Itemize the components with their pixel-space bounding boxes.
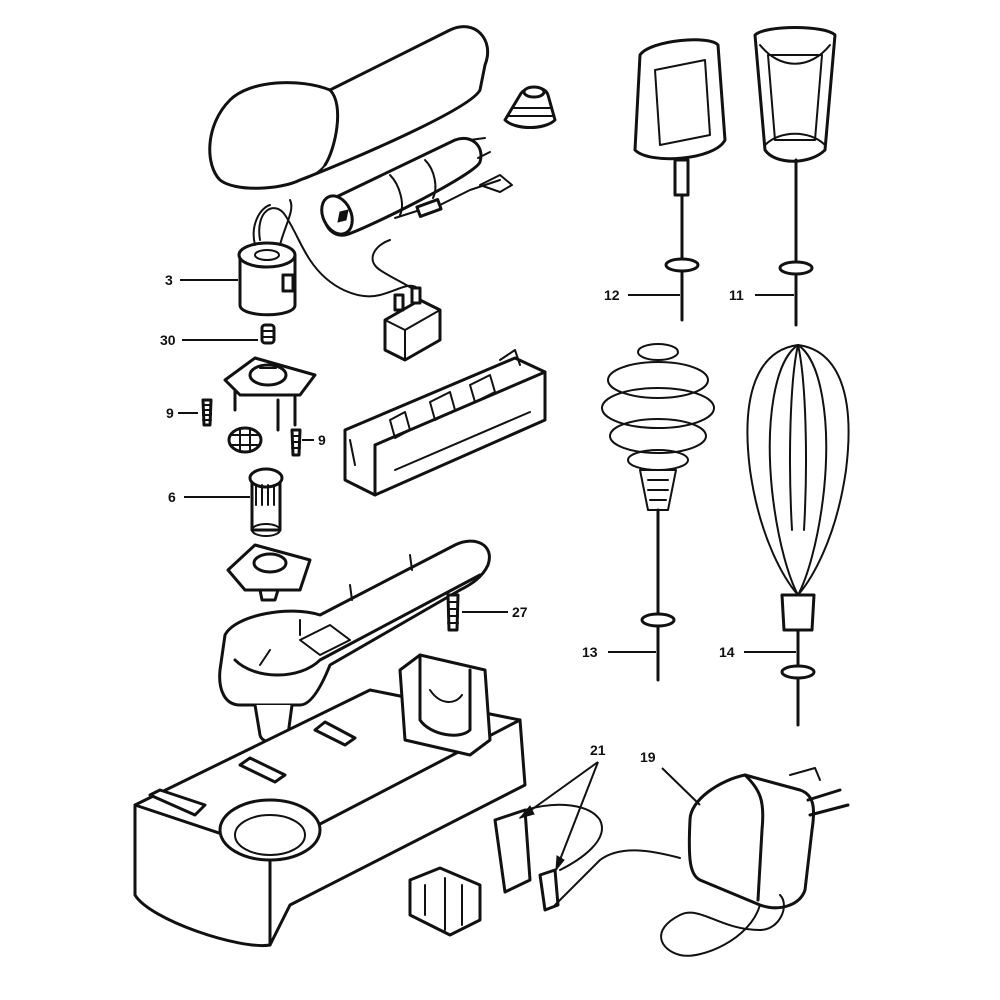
leader-contacts-b <box>555 761 599 871</box>
base-stand <box>133 688 527 948</box>
gear-upper <box>227 426 263 454</box>
switch <box>383 286 442 362</box>
label-screw-right: 9 <box>318 432 326 448</box>
upper-gear-plate <box>223 356 317 432</box>
label-screw-left: 9 <box>166 405 174 421</box>
charger-19 <box>660 767 850 957</box>
label-beater-12: 12 <box>604 287 620 303</box>
label-contacts: 21 <box>590 742 606 758</box>
housing-screw <box>446 593 460 632</box>
top-cover <box>208 25 490 190</box>
spiral-whisk-13 <box>601 343 715 682</box>
beater-holder <box>398 653 492 757</box>
arrow-contacts-a <box>518 805 535 819</box>
spring <box>260 323 276 345</box>
inner-chassis <box>343 349 547 497</box>
main-housing <box>218 539 491 744</box>
motor <box>237 199 297 317</box>
label-balloon-whisk: 14 <box>719 644 735 660</box>
label-motor: 3 <box>165 272 173 288</box>
screw-left <box>201 398 213 427</box>
wiring <box>258 179 501 298</box>
beater-12 <box>633 38 727 322</box>
label-beater-11: 11 <box>729 287 744 303</box>
balloon-whisk-14 <box>746 344 850 727</box>
contacts-21 <box>493 803 681 912</box>
label-charger: 19 <box>640 749 656 765</box>
beater-11 <box>753 26 837 327</box>
screw-right <box>290 428 302 457</box>
leader-charger <box>661 767 701 806</box>
label-housing-screw: 27 <box>512 604 528 620</box>
arrow-contacts-b <box>555 855 565 872</box>
leader-contacts-a <box>519 761 599 819</box>
label-spring: 30 <box>160 332 176 348</box>
lower-gear-plate <box>226 543 312 602</box>
label-gear: 6 <box>168 489 176 505</box>
label-spiral-whisk: 13 <box>582 644 598 660</box>
battery-pack <box>320 137 513 237</box>
cone-cap <box>503 85 557 129</box>
gear-main <box>248 467 284 537</box>
base-connector <box>408 866 482 937</box>
